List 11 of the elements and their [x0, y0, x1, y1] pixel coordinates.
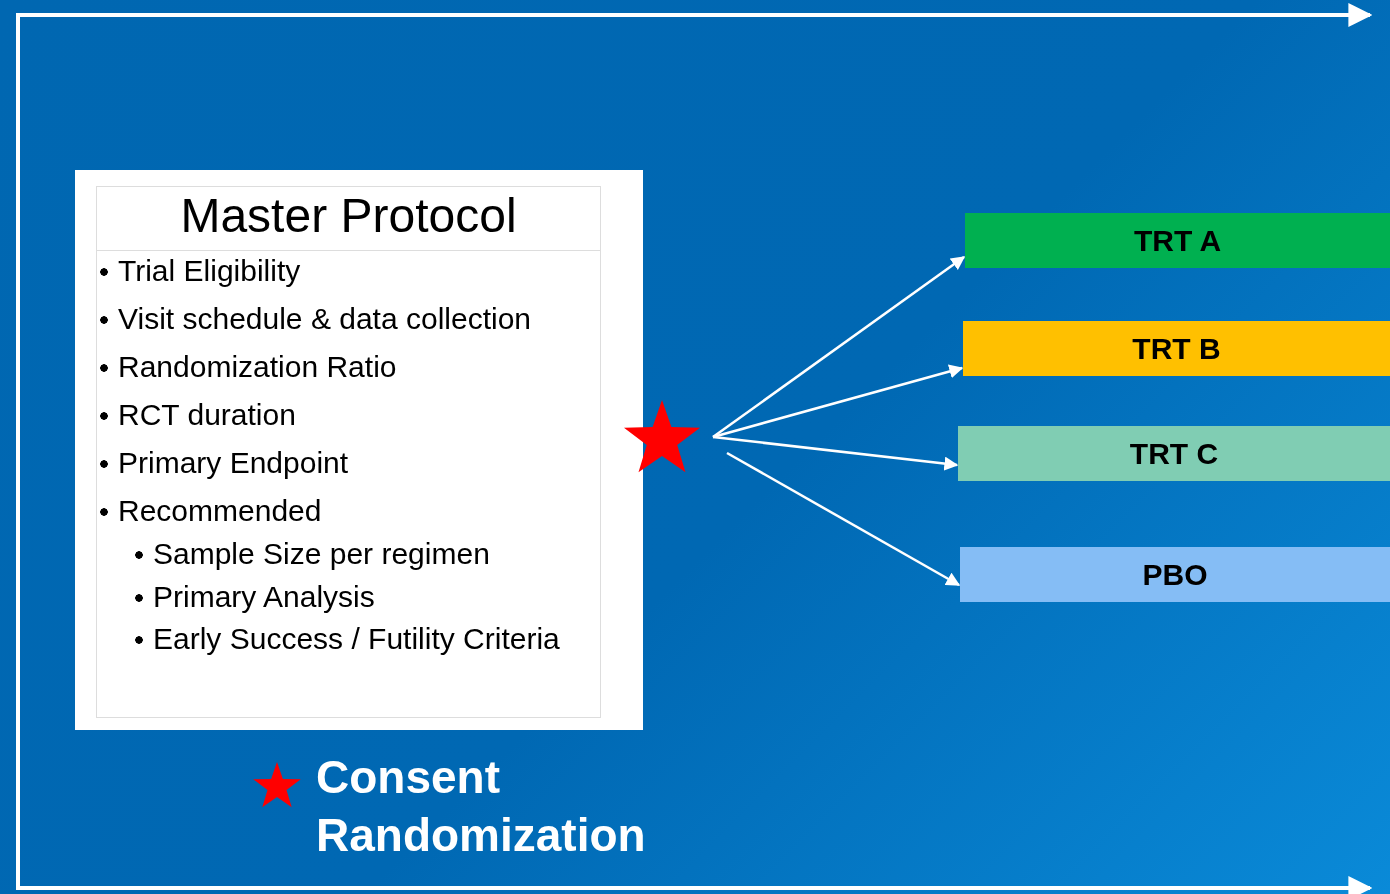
treatment-bar: TRT C	[958, 426, 1390, 481]
protocol-card	[75, 170, 643, 730]
arrow	[712, 364, 964, 439]
arrow	[712, 435, 959, 471]
treatment-bar: TRT B	[963, 321, 1390, 376]
legend-text: Consent Randomization	[316, 750, 647, 863]
treatment-bar: PBO	[960, 547, 1390, 602]
arrow	[726, 451, 961, 587]
arrow	[712, 256, 966, 438]
card-heading: Master Protocol	[97, 187, 600, 251]
treatment-bar: TRT A	[965, 213, 1390, 268]
